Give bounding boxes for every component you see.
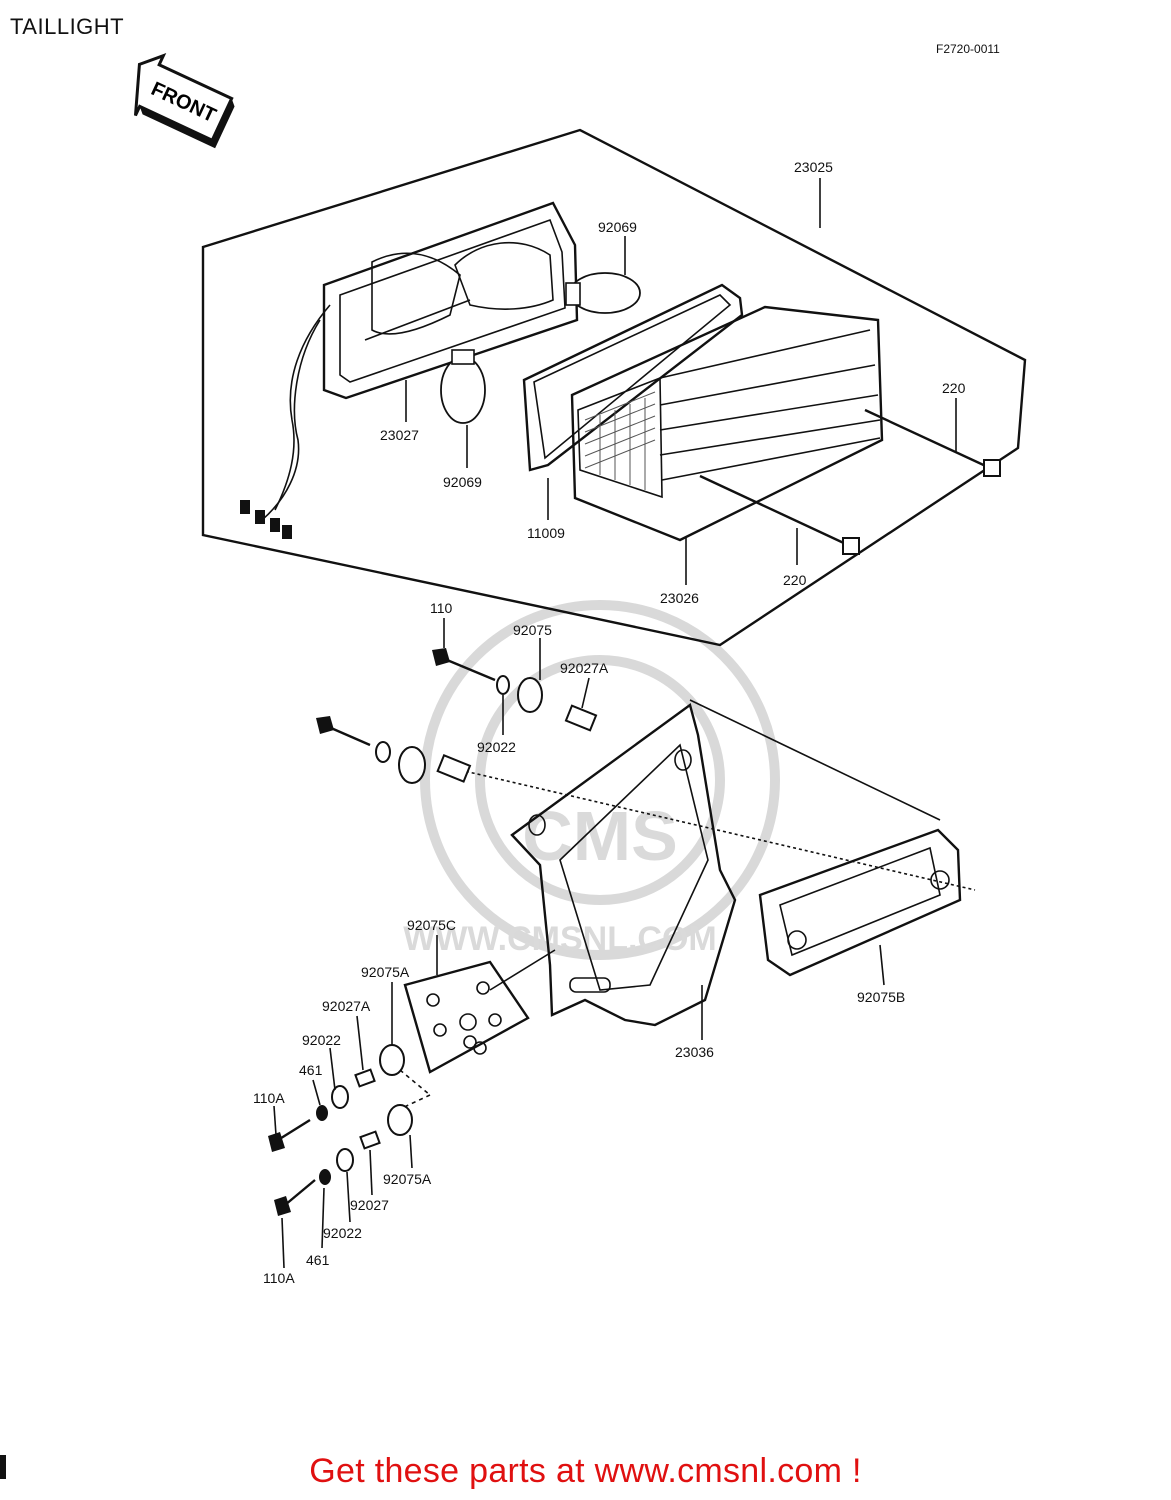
leader-lines: [273, 178, 957, 1269]
part-label: 220: [942, 380, 966, 396]
wire-connector-icon: [240, 500, 292, 539]
license-plate-lamp-base: [758, 828, 962, 977]
bolt-icon: [316, 716, 371, 747]
part-label: 220: [783, 572, 807, 588]
part-label: 92027: [350, 1197, 389, 1213]
grommet-icon: [387, 1104, 413, 1136]
collar-icon: [354, 1068, 376, 1088]
wire-harness: [274, 304, 331, 511]
collar-icon: [359, 1130, 381, 1150]
washer-icon: [331, 1085, 349, 1109]
watermark: CMS WWW.CMSNL.COM: [403, 600, 780, 960]
page-title: TAILLIGHT: [10, 14, 125, 39]
edge-mark: [0, 1455, 6, 1479]
part-label: 110A: [263, 1270, 295, 1286]
bracket: [510, 702, 737, 1027]
bulb-icon: [440, 349, 486, 424]
collar-icon: [564, 704, 598, 732]
bolt-icon: [268, 1118, 311, 1152]
gasket: [522, 283, 744, 472]
part-label: 92075B: [857, 989, 905, 1005]
part-label: 461: [306, 1252, 330, 1268]
part-label: 11009: [527, 525, 565, 541]
lens-cover: [570, 305, 884, 542]
nut-icon: [319, 1169, 331, 1185]
part-label: 92075C: [407, 917, 456, 933]
assembly-outline: [201, 128, 1027, 647]
washer-icon: [336, 1148, 354, 1172]
footer-link[interactable]: Get these parts at www.cmsnl.com !: [309, 1452, 862, 1490]
watermark-text: WWW.CMSNL.COM: [403, 920, 717, 958]
part-label: 92022: [477, 739, 516, 755]
part-label: 92022: [323, 1225, 362, 1241]
nut-icon: [316, 1105, 328, 1121]
collar-icon: [436, 754, 472, 783]
front-arrow-icon: FRONT: [133, 53, 235, 149]
screw-icon: [864, 408, 1001, 477]
part-label: 110: [430, 600, 453, 616]
part-label: 461: [299, 1062, 323, 1078]
part-label: 92022: [302, 1032, 341, 1048]
washer-icon: [496, 675, 510, 695]
grommet-icon: [398, 746, 426, 784]
part-label: 23026: [660, 590, 699, 606]
part-label: 92069: [443, 474, 482, 490]
part-label: 23036: [675, 1044, 714, 1060]
part-label: 23025: [794, 159, 833, 175]
figure-code: F2720-0011: [936, 42, 1000, 56]
part-label: 92075A: [361, 964, 410, 980]
part-label: 92075: [513, 622, 552, 638]
part-label: 92027A: [560, 660, 609, 676]
part-label: 92069: [598, 219, 637, 235]
rubber-pad: [403, 960, 530, 1074]
bulb-icon: [565, 272, 641, 314]
watermark-logo: CMS: [522, 797, 678, 875]
bolt-icon: [432, 648, 496, 682]
part-label: 92075A: [383, 1171, 432, 1187]
lens-housing: [322, 201, 579, 400]
part-label: 23027: [380, 427, 419, 443]
grommet-icon: [517, 677, 543, 713]
part-label: 110A: [253, 1090, 285, 1106]
bolt-icon: [274, 1179, 316, 1216]
screw-icon: [699, 474, 860, 555]
part-label: 92027A: [322, 998, 371, 1014]
washer-icon: [375, 741, 391, 763]
